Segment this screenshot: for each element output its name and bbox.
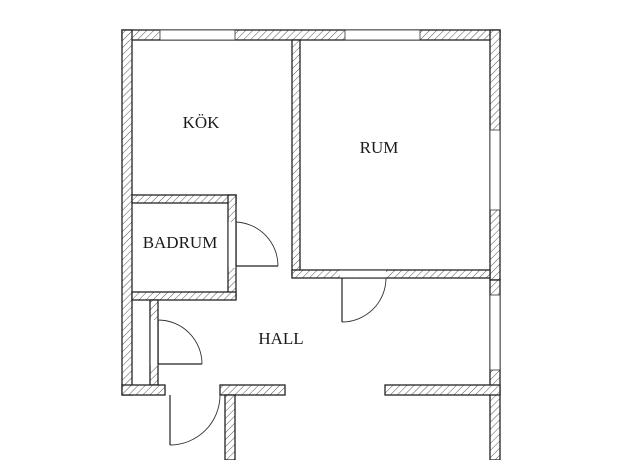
wall-bottom-left xyxy=(121,384,166,396)
wall-room-bottom xyxy=(291,269,491,279)
door-openings xyxy=(150,222,386,366)
opening-room xyxy=(340,270,386,278)
room-labels: KÖK RUM BADRUM HALL xyxy=(143,113,399,348)
door-bathroom xyxy=(235,221,279,267)
room-label-hall: HALL xyxy=(258,329,303,348)
wall-bottom-right xyxy=(384,384,501,396)
window-top-room xyxy=(344,29,421,41)
wall-kitchen-room xyxy=(291,39,301,277)
wall-left xyxy=(121,29,133,396)
window-right-room xyxy=(489,129,501,211)
room-label-kitchen: KÖK xyxy=(183,113,221,132)
wall-bathroom-bottom xyxy=(131,291,237,301)
opening-closet xyxy=(150,320,158,366)
room-label-living-room: RUM xyxy=(360,138,399,157)
window-top-kitchen xyxy=(159,29,236,41)
window-right-lower xyxy=(489,294,501,371)
windows xyxy=(159,29,501,371)
door-closet xyxy=(157,319,203,365)
wall-stair xyxy=(224,394,236,460)
room-label-bathroom: BADRUM xyxy=(143,233,218,252)
door-room xyxy=(341,277,387,323)
door-entrance xyxy=(169,394,221,446)
doors xyxy=(157,221,387,446)
wall-bottom-middle xyxy=(219,384,286,396)
wall-bathroom-top xyxy=(131,194,237,204)
opening-bathroom xyxy=(228,222,236,268)
